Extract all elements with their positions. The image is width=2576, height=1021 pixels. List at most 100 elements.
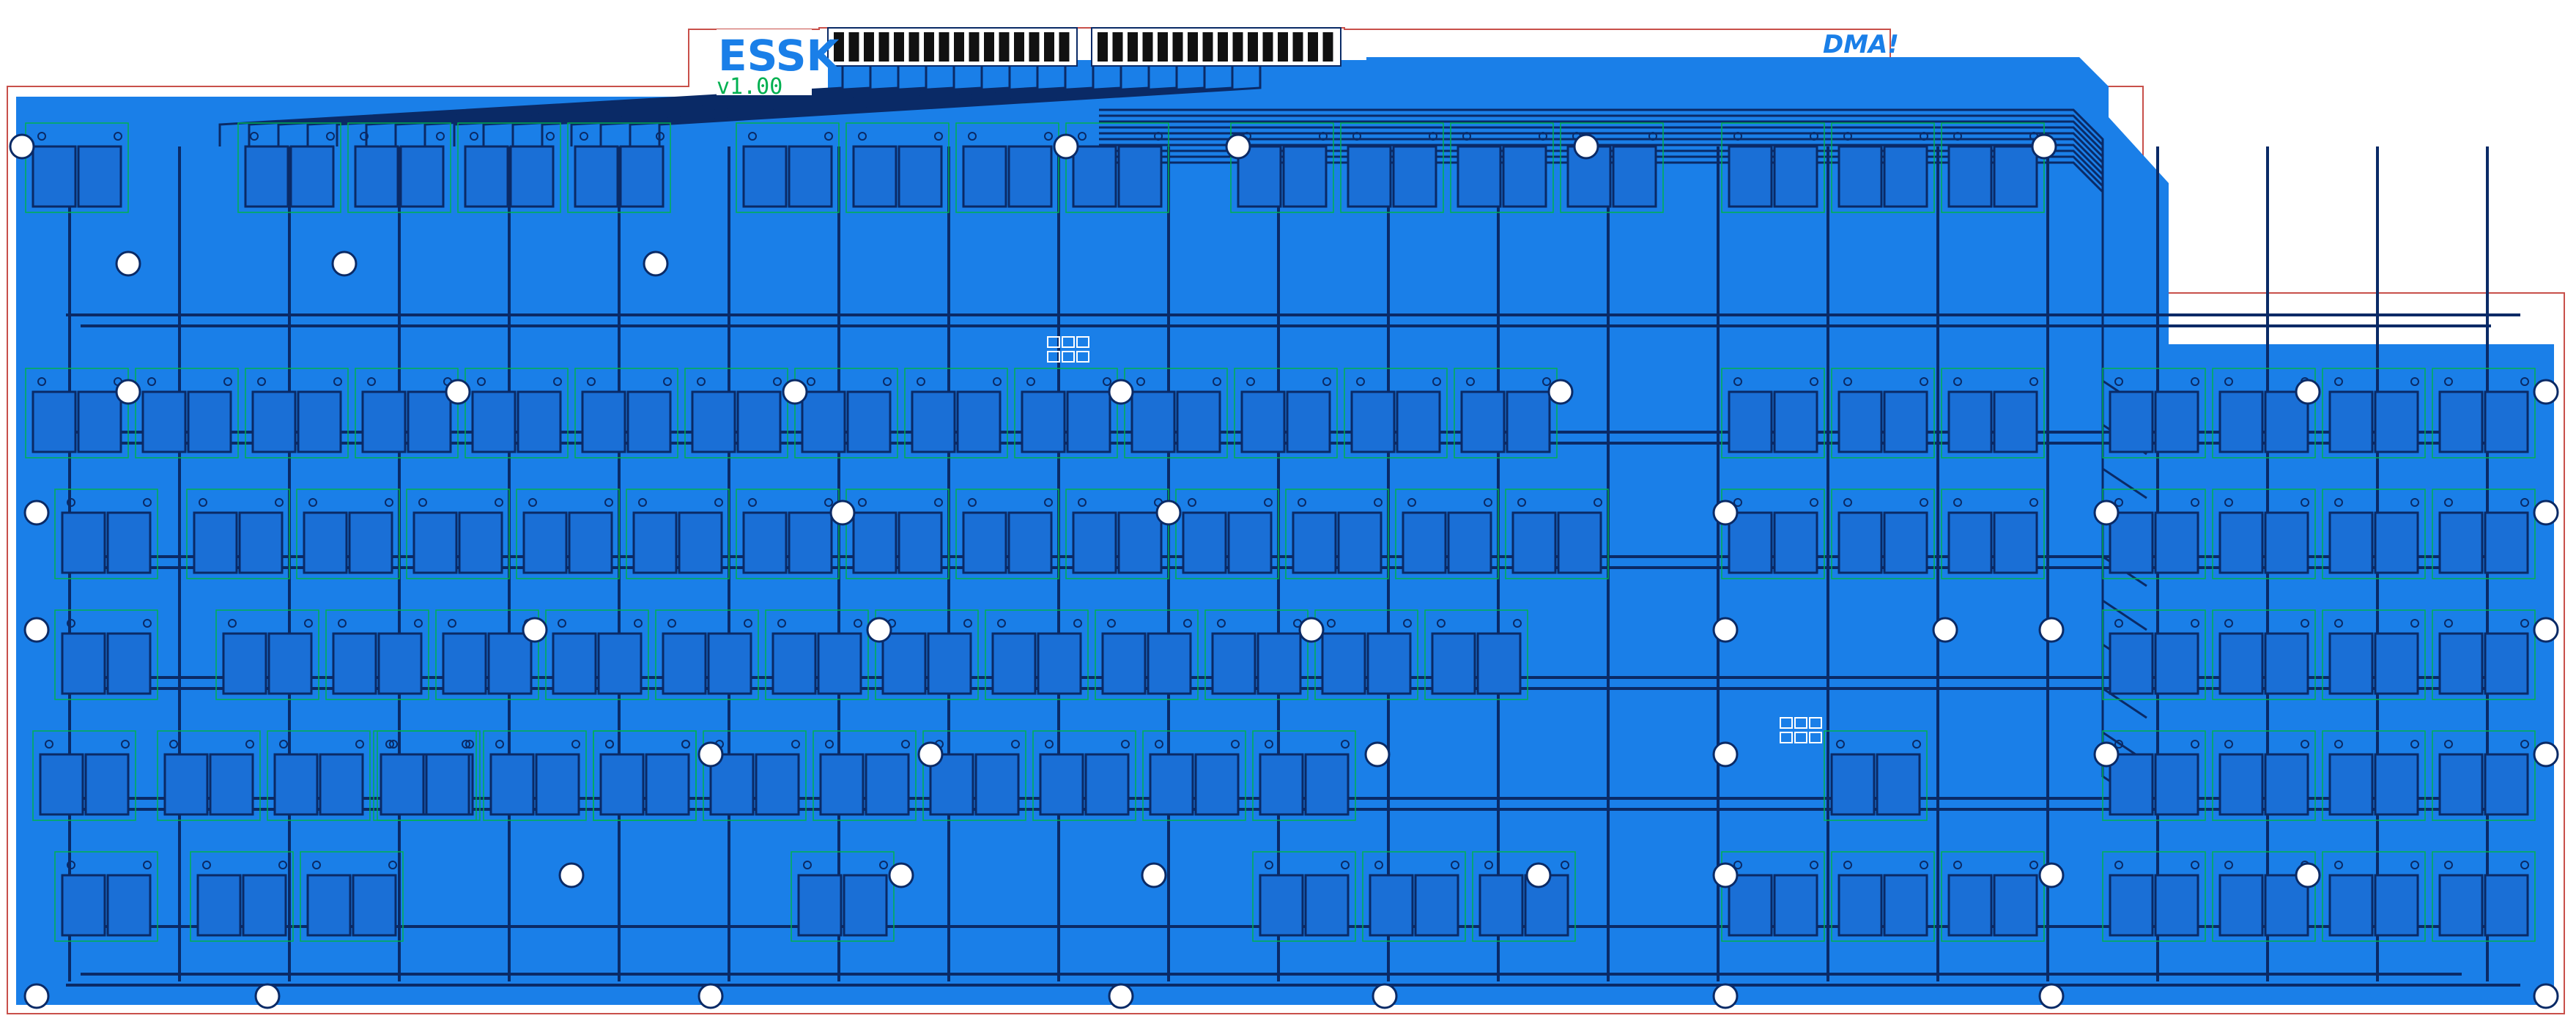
key-pad-right xyxy=(238,511,284,574)
key-pad-right xyxy=(2154,632,2199,695)
key-pad-left xyxy=(771,632,817,695)
key-silk-outline xyxy=(1344,368,1448,458)
bus-trace xyxy=(453,64,1067,146)
key-pin xyxy=(1733,377,1742,386)
mounting-hole xyxy=(2038,983,2065,1009)
key-footprint xyxy=(2102,368,2206,458)
key-pad-left xyxy=(2109,874,2154,937)
mounting-hole xyxy=(888,862,914,888)
key-pad-right xyxy=(377,632,423,695)
key-pad-left xyxy=(1072,145,1117,208)
key-pad-right xyxy=(817,632,862,695)
mounting-hole xyxy=(917,741,944,768)
key-pad-right xyxy=(487,632,533,695)
key-pad-right xyxy=(843,874,888,937)
key-footprint xyxy=(1124,368,1228,458)
key-pad-left xyxy=(819,753,865,816)
key-silk-outline xyxy=(922,730,1026,821)
key-pad-left xyxy=(1240,390,1286,453)
mounting-hole xyxy=(254,983,281,1009)
key-pad-right xyxy=(187,390,232,453)
key-footprint xyxy=(2432,730,2536,821)
key-pin xyxy=(436,132,445,141)
mounting-hole xyxy=(1712,617,1739,643)
key-pad-left xyxy=(2438,632,2484,695)
key-pad-left xyxy=(354,145,399,208)
key-silk-outline xyxy=(2212,368,2316,458)
jumper-pad xyxy=(1809,717,1822,729)
jumper-pad xyxy=(1809,732,1822,743)
connector-pin xyxy=(1218,32,1228,62)
key-pad-left xyxy=(1478,874,1524,937)
key-pin xyxy=(638,498,647,507)
key-footprint xyxy=(1285,489,1389,579)
key-pad-right xyxy=(2374,632,2419,695)
key-pin xyxy=(418,498,427,507)
jumper-pad xyxy=(1076,351,1089,363)
key-pin xyxy=(1341,861,1350,869)
mounting-hole xyxy=(23,983,50,1009)
key-pin xyxy=(465,740,474,749)
key-switch-footprints xyxy=(25,122,2536,942)
mounting-hole xyxy=(2533,379,2559,405)
key-silk-outline xyxy=(955,122,1059,213)
key-pad-left xyxy=(1511,511,1557,574)
key-silk-outline xyxy=(2432,851,2536,942)
key-pad-left xyxy=(991,632,1037,695)
key-footprint xyxy=(54,609,158,700)
key-footprint xyxy=(1831,851,1935,942)
bus-trace xyxy=(394,64,1011,146)
key-silk-outline xyxy=(1831,851,1935,942)
key-pad-left xyxy=(632,511,678,574)
key-pad-left xyxy=(1830,753,1876,816)
key-pin xyxy=(1319,132,1328,141)
key-pin xyxy=(360,132,369,141)
key-silk-outline xyxy=(1175,489,1279,579)
key-pad-right xyxy=(1612,145,1657,208)
key-silk-outline xyxy=(1472,851,1576,942)
key-pin xyxy=(773,377,782,386)
key-pin xyxy=(968,132,977,141)
key-pin xyxy=(1920,498,1928,507)
key-pin xyxy=(1011,740,1020,749)
key-silk-outline xyxy=(457,122,561,213)
key-pin xyxy=(67,619,75,628)
key-pad-left xyxy=(306,874,352,937)
key-pad-right xyxy=(425,753,470,816)
key-pin xyxy=(580,132,588,141)
key-footprint xyxy=(1721,851,1825,942)
connector-pin xyxy=(984,32,994,62)
jumper-pad xyxy=(1062,336,1075,348)
key-footprint xyxy=(985,609,1089,700)
key-pin xyxy=(1920,861,1928,869)
key-pin xyxy=(2520,377,2529,386)
key-silk-outline xyxy=(1721,489,1825,579)
mounting-hole xyxy=(1372,983,1398,1009)
key-pin xyxy=(807,377,815,386)
key-pad-left xyxy=(1039,753,1084,816)
key-pad-left xyxy=(2438,390,2484,453)
key-pin xyxy=(1429,132,1437,141)
jumper-pad xyxy=(1794,717,1807,729)
key-pin xyxy=(114,132,122,141)
key-pad-right xyxy=(626,390,672,453)
key-footprint xyxy=(1065,122,1169,213)
key-pad-left xyxy=(2109,390,2154,453)
key-pad-left xyxy=(471,390,517,453)
key-pad-right xyxy=(1993,511,2038,574)
key-silk-outline xyxy=(190,851,294,942)
key-pin xyxy=(824,498,833,507)
board-version: v1.00 xyxy=(717,74,782,100)
jumper-pad xyxy=(1076,336,1089,348)
key-pad-right xyxy=(535,753,580,816)
key-footprint xyxy=(2102,489,2206,579)
key-pad-left xyxy=(1149,753,1194,816)
key-pad-right xyxy=(1194,753,1240,816)
key-pin xyxy=(143,498,152,507)
key-footprint xyxy=(845,489,950,579)
key-silk-outline xyxy=(765,609,869,700)
key-pin xyxy=(37,377,46,386)
mounting-hole xyxy=(522,617,548,643)
key-pad-right xyxy=(788,145,833,208)
